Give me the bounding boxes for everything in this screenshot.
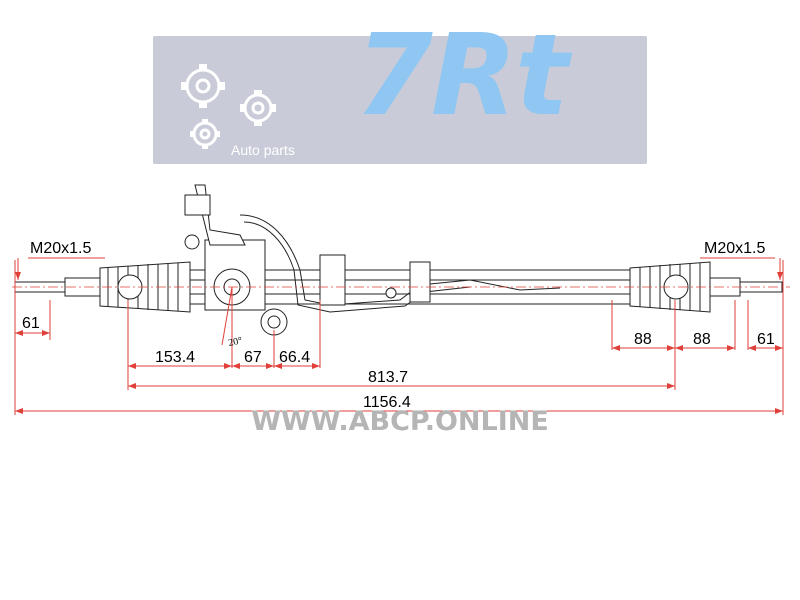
dim-overall: 1156.4	[363, 394, 411, 411]
logo-brand: 7Rt	[355, 11, 569, 141]
dim-right-a: 88	[634, 331, 652, 348]
dim-left-b: 67	[244, 349, 262, 366]
dim-left-c: 66.4	[279, 349, 310, 366]
dim-left-end: 61	[22, 315, 40, 332]
thread-label-left: M20x1.5	[30, 240, 91, 257]
dim-right-end: 61	[757, 331, 775, 348]
dim-center: 813.7	[368, 369, 408, 386]
gears-icon	[181, 64, 276, 149]
logo-banner: Auto parts	[153, 36, 647, 164]
dim-right-b: 88	[693, 331, 711, 348]
angle-label: 20°	[227, 335, 243, 349]
thread-label-right: M20x1.5	[704, 240, 765, 257]
logo-tagline: Auto parts	[231, 142, 295, 158]
dim-left-a: 153.4	[155, 349, 195, 366]
watermark: WWW.ABCP.ONLINE	[251, 406, 549, 437]
